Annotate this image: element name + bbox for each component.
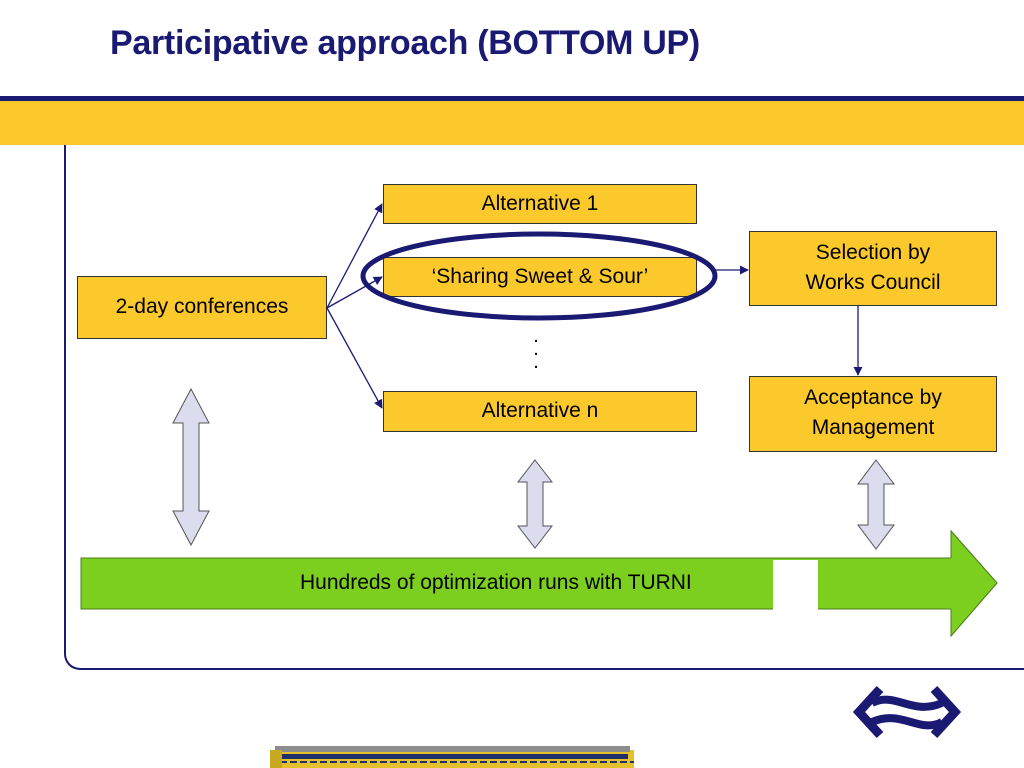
ns-logo-chevron-right [930, 685, 962, 739]
connector-to-alternative-n [326, 307, 383, 409]
content-frame [64, 145, 1024, 670]
ns-logo-icon [852, 685, 962, 739]
connector-to-sharing [326, 276, 383, 309]
banner-arrow-tip-outline [950, 529, 998, 638]
highlight-ellipse [360, 231, 718, 321]
train-icon [270, 746, 634, 768]
banner-text-clip [773, 560, 819, 610]
slide-title: Participative approach (BOTTOM UP) [110, 24, 700, 62]
acceptance-box: Acceptance by Management [749, 376, 997, 452]
alternative-n-box: Alternative n [383, 391, 697, 432]
conferences-box: 2-day conferences [77, 276, 327, 339]
train-window-band [276, 754, 628, 759]
ns-logo-wave-top [870, 695, 944, 711]
double-arrow-alternatives [516, 459, 554, 549]
title-rule [0, 96, 1024, 101]
ns-logo-chevron-left [852, 685, 884, 739]
selection-box: Selection by Works Council [749, 231, 997, 306]
connector-to-alternative-1 [326, 203, 383, 309]
banner-arrow-tip [818, 531, 997, 636]
alternatives-ellipsis: . . . [533, 325, 539, 373]
alternative-1-box: Alternative 1 [383, 184, 697, 224]
banner-label: Hundreds of optimization runs with TURNI [300, 571, 692, 594]
double-arrow-acceptance [857, 459, 895, 550]
ns-logo-wave-bottom [870, 714, 944, 730]
sharing-sweet-sour-box: ‘Sharing Sweet & Sour’ [383, 257, 697, 297]
train-roof [275, 746, 630, 752]
double-arrow-conferences [172, 387, 210, 547]
train-cab [270, 750, 282, 768]
header-band [0, 101, 1024, 145]
